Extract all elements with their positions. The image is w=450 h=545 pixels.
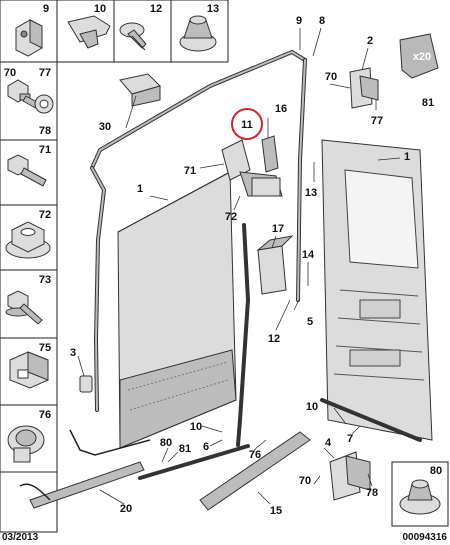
callout-label: 81	[422, 97, 434, 109]
grid-label: 71	[39, 144, 51, 156]
callout-label: 10	[190, 421, 202, 433]
footer-date: 03/2013	[2, 532, 39, 543]
callout-label: 9	[296, 15, 302, 27]
callout-label: 5	[307, 316, 313, 328]
part-10-clip-icon	[67, 15, 111, 49]
part-9-clip-icon	[15, 19, 43, 57]
callout-label: 1	[404, 151, 410, 163]
callout-label: 80	[160, 437, 172, 449]
part-72-nut-icon	[5, 221, 51, 259]
callout-label: 2	[367, 35, 373, 47]
inset-part-80: 80	[391, 461, 449, 527]
callout-label: 10	[306, 401, 318, 413]
callout-label: 78	[366, 487, 378, 499]
grid-label: 10	[94, 3, 106, 15]
callout-label: 15	[270, 505, 282, 517]
part-81-quantity-badge: x20	[399, 33, 439, 79]
callout-label: 13	[305, 187, 317, 199]
part-76-plug-icon	[7, 425, 45, 463]
grid-label: 9	[43, 3, 49, 15]
callout-label: 81	[179, 443, 191, 455]
grid-label: 75	[39, 342, 51, 354]
callout-label: 70	[325, 71, 337, 83]
parts-grid: 9 10 12 13 70 77 78 71 72 73 75 76	[0, 0, 229, 533]
quantity-badge-text: x20	[413, 51, 431, 63]
grid-label: 73	[39, 274, 51, 286]
callout-label: 20	[120, 503, 132, 515]
grid-label: 78	[39, 125, 51, 137]
grid-label: 13	[207, 3, 219, 15]
door-assembly-drawing: x20 9 8 2 8	[19, 15, 439, 517]
callout-label: 12	[268, 333, 280, 345]
callout-label: 7	[347, 433, 353, 445]
grid-label: 70	[4, 67, 16, 79]
grid-label: 12	[150, 3, 162, 15]
callout-label: 76	[249, 449, 261, 461]
part-12-screw-icon	[119, 22, 147, 51]
callout-label: 6	[203, 441, 209, 453]
part-73-bolt-icon	[5, 290, 43, 325]
part-75-cage-nut-icon	[9, 351, 49, 389]
callout-label: 30	[99, 121, 111, 133]
callout-label: 11	[241, 119, 253, 131]
callout-label: 16	[275, 103, 287, 115]
callout-label: 3	[70, 347, 76, 359]
callout-label: 14	[302, 249, 315, 261]
callout-label: 17	[272, 223, 284, 235]
part-70-77-78-bolt-icon	[7, 79, 54, 114]
callout-label: 71	[184, 165, 196, 177]
callout-label: 1	[137, 183, 143, 195]
callout-label: 8	[319, 15, 325, 27]
part-71-bolt-icon	[7, 154, 47, 187]
grid-label: 77	[39, 67, 51, 79]
inset-label: 80	[430, 465, 442, 477]
footer-reference: 00094316	[403, 532, 448, 543]
part-13-fastener-icon	[179, 15, 217, 52]
callout-label: 70	[299, 475, 311, 487]
grid-label: 76	[39, 409, 51, 421]
callout-label: 77	[371, 115, 383, 127]
highlight-ring	[231, 108, 263, 140]
callout-label: 72	[225, 211, 237, 223]
grid-label: 72	[39, 209, 51, 221]
callout-label: 4	[325, 437, 332, 449]
